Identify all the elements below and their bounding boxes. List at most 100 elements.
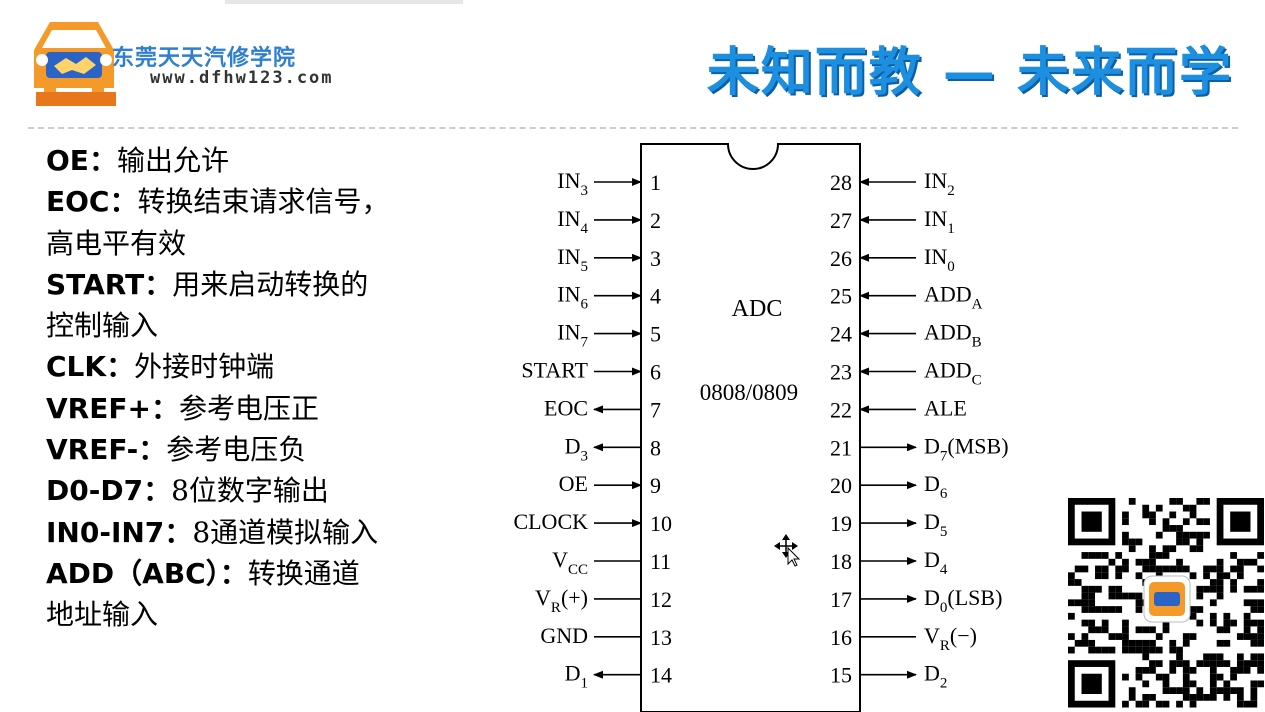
- definition-term: IN0-IN7: [46, 515, 165, 549]
- definition-line: START：用来启动转换的: [46, 264, 466, 305]
- pin-19: D5 19: [830, 509, 947, 540]
- pin-number: 22: [830, 397, 852, 422]
- pin-label: D1: [565, 661, 588, 692]
- pin-label: VR(+): [535, 585, 588, 616]
- pin-number: 3: [650, 246, 661, 271]
- definition-term: VREF+: [46, 391, 151, 425]
- definition-sep: ：: [143, 474, 172, 508]
- move-cursor-icon: [774, 534, 801, 567]
- definition-term: CLK: [46, 350, 107, 384]
- pin-number: 19: [830, 511, 852, 536]
- definition-desc: 高电平有效: [46, 226, 187, 260]
- pin-label: D6: [924, 471, 948, 502]
- pin-label: VR(−): [924, 623, 977, 654]
- pin-label: IN4: [557, 206, 588, 237]
- pin-label: ADDC: [924, 358, 982, 389]
- definition-term: START: [46, 267, 145, 301]
- pin-label: GND: [540, 623, 588, 648]
- pin-number: 24: [830, 322, 852, 347]
- pin-label: ALE: [924, 395, 967, 420]
- definition-sep: ：: [164, 515, 193, 549]
- pin-10: CLOCK 10: [513, 509, 672, 536]
- chip-body: [640, 143, 861, 712]
- pin-label: IN0: [924, 244, 955, 275]
- definition-desc: 转换结束请求信号，: [137, 185, 390, 219]
- pin-number: 21: [830, 435, 852, 460]
- definition-sep: ：: [144, 267, 173, 301]
- pin-label: D4: [924, 547, 948, 578]
- definition-line: VREF+：参考电压正: [46, 388, 466, 429]
- pin-number: 10: [650, 511, 672, 536]
- pin-number: 4: [650, 284, 661, 309]
- pin-label: ADDB: [924, 320, 982, 351]
- pin-label: IN3: [557, 168, 588, 199]
- pin-number: 6: [650, 360, 661, 385]
- definition-line: ADD（ABC）：转换通道: [46, 553, 466, 594]
- definition-desc: 用来启动转换的: [172, 267, 369, 301]
- definition-term: EOC: [46, 185, 110, 219]
- pin-definitions: OE：输出允许 EOC：转换结束请求信号， 高电平有效 START：用来启动转换…: [46, 140, 466, 636]
- definition-desc: 外接时钟端: [134, 350, 275, 384]
- top-strip: [225, 0, 463, 4]
- pin-number: 1: [650, 170, 661, 195]
- chip-model: 0808/0809: [700, 380, 798, 405]
- definition-term: ADD（ABC）: [46, 556, 220, 590]
- pin-21: D7(MSB) 21: [830, 433, 1009, 464]
- pin-number: 11: [650, 549, 671, 574]
- pin-label: CLOCK: [513, 509, 588, 534]
- pin-number: 9: [650, 473, 661, 498]
- pin-label: IN5: [557, 244, 588, 275]
- brand-url: www.dfhw123.com: [150, 68, 334, 88]
- definition-line: EOC：转换结束请求信号，: [46, 181, 466, 222]
- definition-desc: 参考电压负: [166, 433, 307, 467]
- pin-number: 7: [650, 397, 661, 422]
- definition-sep: ：: [88, 144, 117, 177]
- pin-24: ADDB 24: [830, 320, 982, 351]
- definition-sep: ：: [109, 185, 138, 219]
- pin-1: IN3 1: [557, 168, 661, 199]
- car-handshake-logo: [34, 22, 116, 106]
- pin-label: START: [521, 358, 588, 383]
- definition-desc: 8位数字输出: [171, 474, 329, 508]
- definition-desc: 转换通道: [247, 556, 360, 590]
- pin-number: 8: [650, 435, 661, 460]
- pin-number: 14: [650, 663, 672, 688]
- definition-desc: 输出允许: [116, 144, 229, 177]
- definition-line: 地址输入: [46, 594, 466, 635]
- pin-label: OE: [559, 471, 588, 496]
- header-divider: [28, 127, 1238, 129]
- qr-code: [1068, 498, 1264, 708]
- brand-name: 东莞天天汽修学院: [112, 46, 297, 71]
- definition-line: D0-D7：8位数字输出: [46, 470, 466, 511]
- definition-desc: 参考电压正: [178, 391, 319, 425]
- pin-number: 23: [830, 360, 852, 385]
- definition-line: 高电平有效: [46, 223, 466, 264]
- pin-16: VR(−)16: [830, 623, 977, 654]
- pin-label: D5: [924, 509, 947, 540]
- pin-number: 28: [830, 170, 852, 195]
- pin-17: D0(LSB)17: [830, 585, 1002, 616]
- pin-label: D7(MSB): [924, 433, 1009, 464]
- pin-number: 20: [830, 473, 852, 498]
- pin-23: ADDC 23: [830, 358, 982, 389]
- chip-name: ADC: [732, 296, 783, 322]
- pin-number: 15: [830, 663, 852, 688]
- pin-label: IN6: [557, 282, 588, 313]
- definition-sep: ：: [138, 433, 167, 467]
- pin-20: D6 20: [830, 471, 948, 502]
- pin-number: 5: [650, 322, 661, 347]
